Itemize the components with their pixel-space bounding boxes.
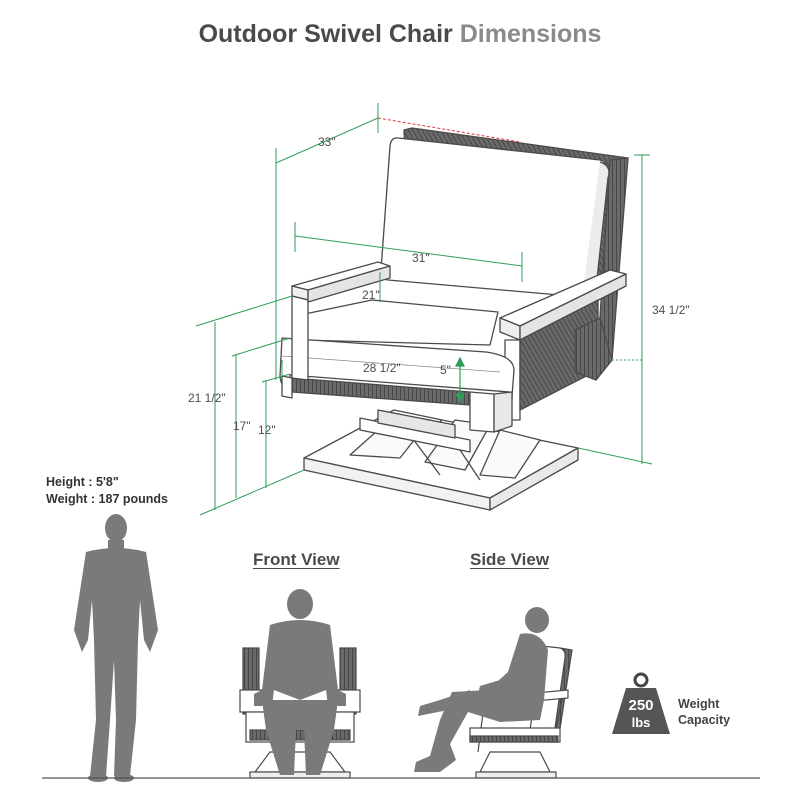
side-view-person (414, 607, 549, 772)
side-view-title: Side View (470, 550, 550, 569)
weight-capacity-icon: 250 lbs (612, 672, 670, 734)
person-height: Height : 5'8" (46, 475, 119, 489)
standing-person-silhouette (74, 514, 158, 782)
cushion-thickness-arrow (455, 356, 465, 404)
label-overall-width: 33" (318, 135, 336, 149)
label-seat-depth: 21" (362, 288, 380, 302)
person-info: Height : 5'8" Weight : 187 pounds (46, 474, 168, 508)
left-armrest (291, 261, 391, 381)
chair-illustration (279, 127, 629, 511)
capacity-unit: lbs (632, 715, 651, 730)
title-main: Outdoor Swivel Chair (198, 20, 453, 48)
capacity-caption: Weight Capacity (678, 697, 731, 727)
dimension-lines (195, 103, 653, 516)
label-overall-height: 34 1/2" (652, 303, 690, 317)
dimension-labels: 33" 31" 21" 28 1/2" 5" 34 1/2" 21 1/2" 1… (188, 135, 690, 437)
capacity-number: 250 (628, 697, 653, 714)
side-view-illustration (414, 607, 573, 779)
right-armrest (499, 269, 627, 421)
front-view-illustration (239, 589, 361, 779)
person-weight: Weight : 187 pounds (46, 492, 169, 506)
backrest-cushion (380, 137, 608, 298)
swivel-base (303, 409, 579, 511)
label-arm-height: 21 1/2" (188, 391, 226, 405)
label-cushion-width: 28 1/2" (363, 361, 401, 375)
label-base-height: 12" (258, 423, 276, 437)
label-cushion-thickness: 5" (440, 363, 451, 377)
label-seat-height: 17" (233, 419, 251, 433)
front-view-title: Front View (253, 550, 340, 569)
page-title: Outdoor Swivel Chair Dimensions (0, 20, 800, 49)
title-accent: Dimensions (459, 20, 602, 48)
label-seat-width: 31" (412, 251, 430, 265)
front-view-person (254, 589, 346, 775)
